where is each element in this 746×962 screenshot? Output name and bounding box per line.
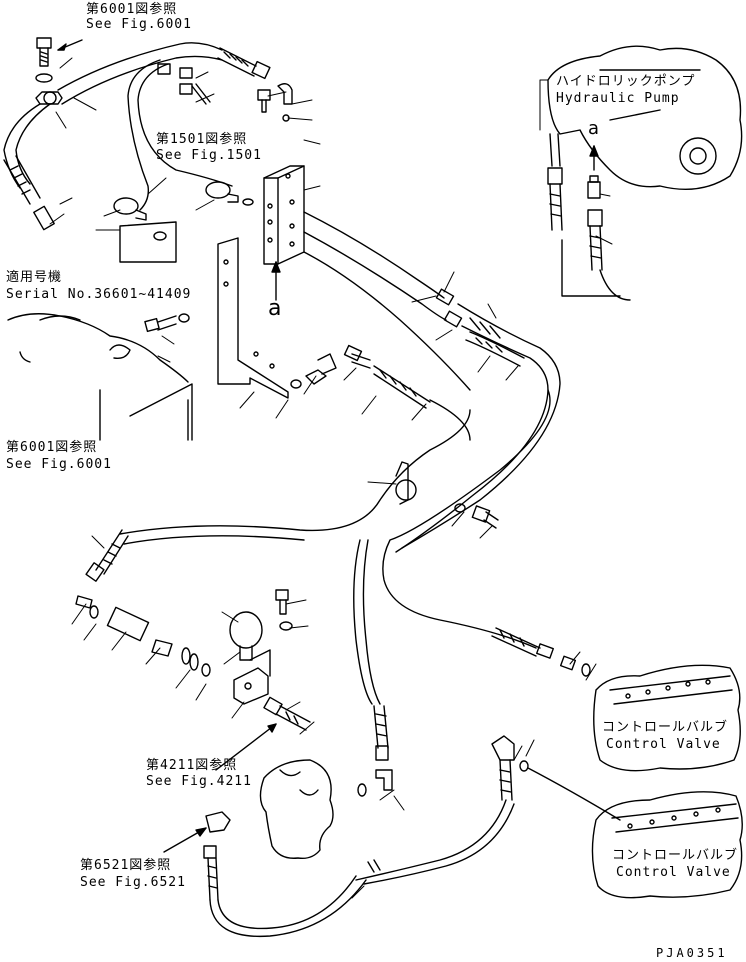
hose-top <box>217 47 271 80</box>
tube-top-loop-2 <box>61 55 223 105</box>
clamp-center <box>395 461 417 505</box>
ref-fig6001-top-en: See Fig.6001 <box>86 17 192 32</box>
hose-bottom-left-up <box>85 529 129 582</box>
tube-manifold-to-right-2 <box>303 231 447 321</box>
wire-harness-loop-2 <box>137 63 233 187</box>
ref-fig6001-left-jp: 第6001図参照 <box>6 440 98 455</box>
hose-center-diag <box>351 353 471 441</box>
tube-to-control-valve-2 <box>527 767 621 821</box>
tube-vertical-center <box>353 539 373 705</box>
pump-hose-left <box>547 133 563 231</box>
tube-manifold-to-right-1 <box>303 211 445 299</box>
tube-left-down-2 <box>15 103 51 185</box>
fitting-center <box>343 344 363 362</box>
hose-control-valve-1 <box>491 627 554 659</box>
bolt-center <box>454 503 499 529</box>
control-valve-upper <box>593 664 741 772</box>
fitting-chain-bottom-left <box>75 595 211 677</box>
connector-top-1 <box>157 63 211 105</box>
hydraulic-pump-label-en: Hydraulic Pump <box>556 91 680 106</box>
bolt-bracket-right <box>305 353 337 385</box>
clamp-top-left <box>35 91 63 105</box>
leader-arrow-fig6521 <box>163 827 207 853</box>
hose-pilot-left <box>207 857 367 938</box>
serial-label-en: Serial No.36601~41409 <box>6 287 192 302</box>
hose-right-1 <box>395 303 561 553</box>
ref-fig1501-jp: 第1501図参照 <box>156 132 248 147</box>
washer-top-left <box>35 73 53 83</box>
fitting-control-valve-1 <box>559 655 591 677</box>
control-valve-2-label-jp: コントロールバルブ <box>612 848 739 863</box>
view-arrow-manifold <box>271 261 281 301</box>
view-marker-pump: a <box>588 118 600 139</box>
view-marker-main: a <box>268 296 282 321</box>
engine-outline <box>7 313 193 441</box>
leader-lines <box>49 57 613 899</box>
ref-fig6521-en: See Fig.6521 <box>80 875 186 890</box>
pressure-switch-left <box>113 197 147 221</box>
ref-fig1501-en: See Fig.1501 <box>156 148 262 163</box>
accumulator <box>229 611 263 661</box>
hose-right-2 <box>465 331 525 367</box>
serial-label-jp: 適用号機 <box>6 270 63 285</box>
ref-fig4211-jp: 第4211図参照 <box>146 758 238 773</box>
tube-top-loop <box>57 42 223 91</box>
diagram-code: PJA0351 <box>656 946 728 960</box>
bolt-bracket <box>144 313 190 333</box>
o-ring-pilot-right <box>519 760 529 772</box>
pump-fitting-center <box>587 175 601 199</box>
ref-fig6521-jp: 第6521図参照 <box>80 858 172 873</box>
leader-arrow-fig4211 <box>215 723 277 771</box>
bolt-accumulator <box>275 589 293 631</box>
leader-arrow-fig6001-top <box>57 39 83 51</box>
tube-left-sweep <box>119 409 471 535</box>
tube-to-control-valve-1 <box>382 389 551 649</box>
control-valve-2-label-en: Control Valve <box>616 865 731 880</box>
tube-vertical-center-2 <box>362 539 381 705</box>
ref-fig6001-left-en: See Fig.6001 <box>6 457 112 472</box>
hose-left <box>3 155 55 231</box>
fitting-right-1 <box>435 288 463 328</box>
valve-block-bottom <box>233 649 271 705</box>
tube-pilot-right <box>355 799 515 885</box>
tube-manifold-to-right-3 <box>303 251 471 391</box>
control-valve-1-label-en: Control Valve <box>606 737 721 752</box>
elbow-center-bottom <box>375 769 393 791</box>
mounting-bracket <box>217 237 289 399</box>
bolt-manifold-top <box>257 89 271 113</box>
bolt-top-left <box>36 37 52 67</box>
o-ring-pilot <box>357 783 367 797</box>
manifold-block <box>263 165 305 265</box>
hose-vertical-center <box>373 705 389 761</box>
hydraulic-pump <box>547 45 743 191</box>
pressure-switch-center <box>205 181 254 206</box>
ref-fig4211-en: See Fig.4211 <box>146 774 252 789</box>
detail-box <box>119 221 177 263</box>
pump-region-outline <box>539 79 549 131</box>
pump-hose-right <box>587 209 603 271</box>
view-arrow-pump <box>589 145 599 171</box>
tube-left-sweep-2 <box>123 535 305 545</box>
hose-valve-block <box>263 696 311 731</box>
fitting-pilot-left <box>203 811 231 859</box>
pilot-valve-body <box>259 759 334 860</box>
washer-bracket <box>290 379 302 389</box>
control-valve-1-label-jp: コントロールバルブ <box>602 720 729 735</box>
hose-pilot-right <box>491 735 515 801</box>
elbow-fitting-top <box>277 83 293 105</box>
pump-frame <box>561 239 631 301</box>
control-valve-lower <box>591 791 743 899</box>
break-mark <box>367 859 381 873</box>
wire-harness-loop <box>127 59 161 211</box>
hydraulic-pump-label-jp: ハイドロリックポンプ <box>556 74 696 89</box>
ref-fig6001-top-jp: 第6001図参照 <box>86 2 178 17</box>
